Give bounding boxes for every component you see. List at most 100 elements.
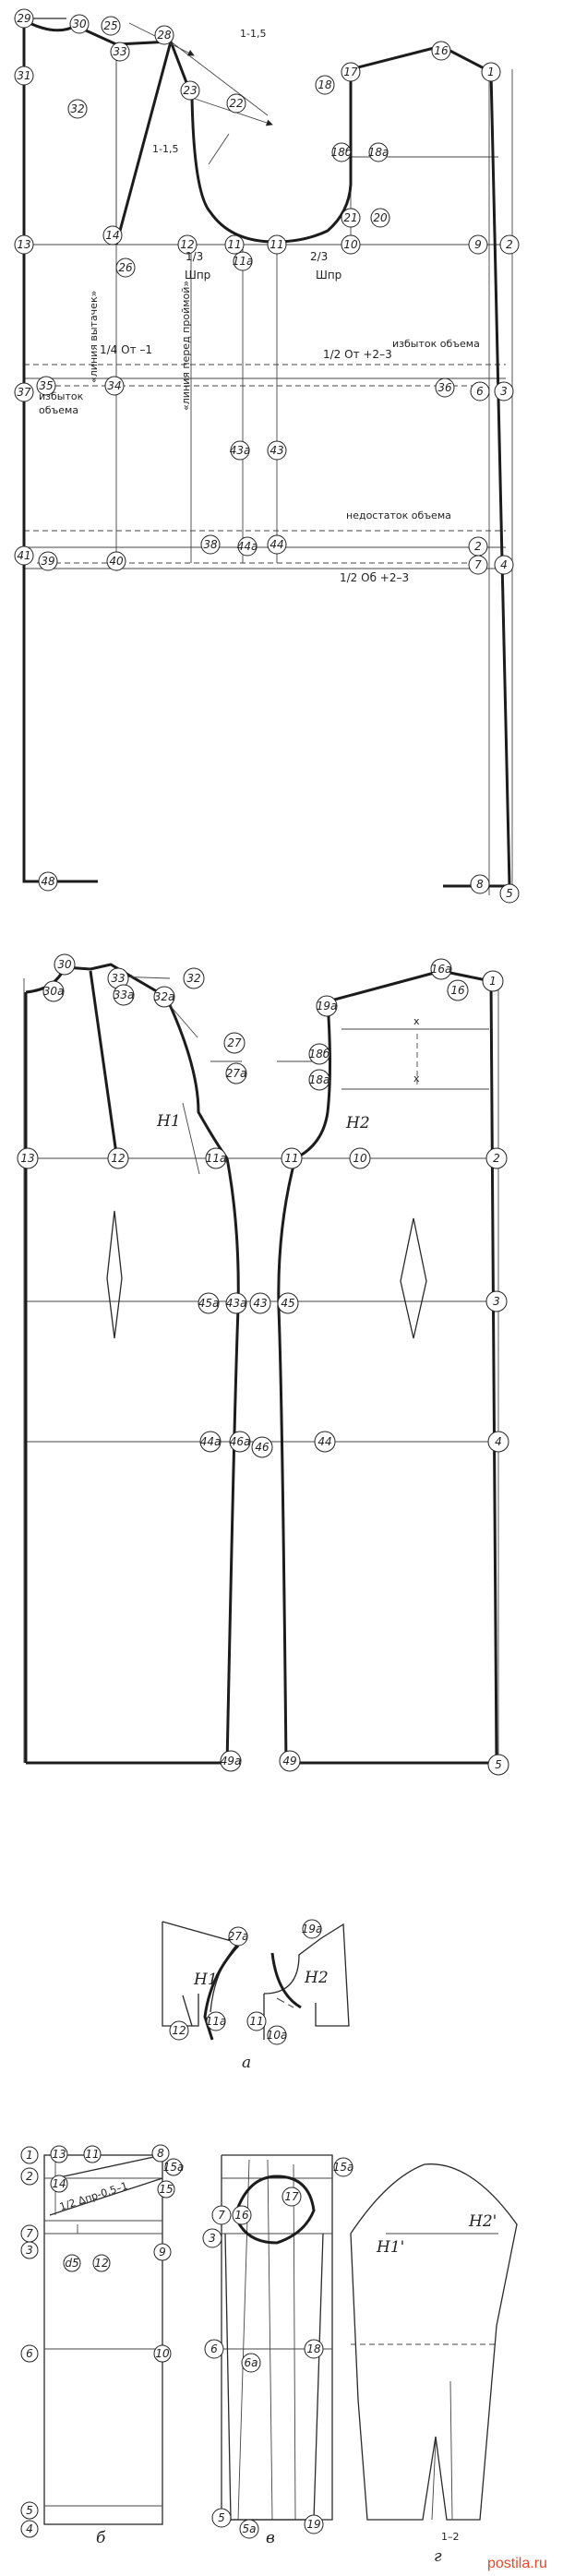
point-marker: 16 — [232, 2205, 252, 2225]
point-marker: 35 — [36, 376, 56, 396]
point-number: 5а — [243, 2522, 257, 2535]
half-chest-label: 1/2 От +2–3 — [323, 348, 392, 361]
h2-label-middle: H2 — [345, 1114, 370, 1132]
point-number: 2 — [493, 1152, 500, 1165]
point-marker: 6 — [470, 381, 490, 401]
point-number: 44 — [270, 538, 283, 551]
point-marker: 5 — [499, 883, 520, 904]
point-marker: 18б — [308, 1043, 330, 1065]
point-marker: 33 — [110, 42, 130, 62]
point-marker: 14 — [50, 2175, 68, 2193]
point-number: 7 — [474, 558, 482, 571]
watermark-logo: postila.ru — [487, 2556, 547, 2571]
point-number: 8 — [157, 2147, 164, 2160]
point-marker: 10а — [267, 2025, 288, 2045]
upper-draft — [22, 18, 513, 895]
middle-draft — [23, 963, 506, 1766]
point-number: 12 — [111, 1152, 125, 1165]
point-number: 46а — [230, 1435, 251, 1448]
point-marker: 18 — [315, 75, 335, 95]
point-number: 27а — [228, 1930, 249, 1943]
point-number: 33а — [114, 988, 135, 1001]
half-delta-label: 1/2 Δпр-0,5–1 — [58, 2180, 129, 2213]
point-number: 5 — [26, 2504, 33, 2517]
point-number: 43 — [253, 1297, 267, 1310]
caption-b: б — [96, 2529, 106, 2547]
point-number: 11а — [206, 2015, 227, 2028]
point-marker: 10 — [341, 234, 361, 255]
point-number: 45 — [281, 1297, 294, 1310]
point-marker: 2 — [468, 536, 488, 557]
point-marker: 46 — [251, 1436, 273, 1458]
point-number: 34 — [107, 379, 121, 392]
point-marker: 18б — [331, 142, 353, 162]
point-number: 16 — [450, 984, 465, 997]
point-marker: 5 — [20, 2501, 39, 2520]
point-marker: 23 — [180, 80, 200, 101]
point-number: 3 — [26, 2244, 33, 2257]
point-number: 3 — [493, 1295, 500, 1308]
upper-point-markers: 293025332823222231321-1,51-1,5171816118б… — [14, 8, 520, 904]
point-marker: 6а — [241, 2353, 261, 2373]
point-marker: 3 — [202, 2228, 222, 2248]
point-marker: 29 — [14, 8, 34, 29]
point-marker: 30 — [54, 953, 76, 976]
point-marker: 14 — [102, 225, 123, 246]
point-number: 31 — [17, 69, 30, 82]
point-number: 11 — [85, 2148, 99, 2161]
point-marker: 3 — [20, 2241, 39, 2259]
point-marker: 11 — [246, 2011, 267, 2031]
point-number: 12 — [172, 2024, 186, 2037]
fraction-left-unit: Шпр — [185, 269, 210, 282]
offset-label-left: 1-1,5 — [152, 143, 178, 155]
h1-label-detail-a: H1 — [193, 1971, 218, 1989]
point-number: 21 — [343, 211, 357, 224]
point-marker: 34 — [104, 376, 125, 396]
point-number: 10а — [267, 2029, 288, 2042]
excess-label-right: избыток объема — [392, 338, 480, 350]
point-number: 13 — [17, 238, 30, 251]
detail-g — [350, 2163, 518, 2521]
middle-grid-lines — [23, 978, 506, 1763]
point-number: 2 — [474, 540, 482, 553]
point-marker: 8 — [470, 874, 490, 894]
point-marker: 1 — [481, 62, 501, 82]
point-number: 6а — [245, 2356, 258, 2369]
point-marker: 43а — [230, 440, 250, 461]
point-marker: 16 — [431, 41, 451, 61]
point-number: 43 — [270, 444, 283, 457]
point-number: 5 — [495, 1758, 502, 1771]
point-marker: 7 — [20, 2224, 39, 2243]
point-number: 16 — [434, 44, 449, 57]
point-number: 9 — [474, 238, 482, 251]
point-marker: 12 — [169, 2020, 189, 2041]
point-marker: 32а — [153, 986, 175, 1008]
point-marker: 11 — [224, 234, 245, 255]
point-marker: 9 — [153, 2243, 172, 2261]
point-marker: 31 — [14, 66, 34, 86]
point-marker: 7 — [211, 2205, 232, 2225]
point-number: 25 — [103, 19, 117, 32]
point-marker: 11а — [206, 2011, 227, 2031]
point-number: 44а — [237, 540, 258, 553]
point-number: 2 — [26, 2170, 33, 2183]
point-marker: 19а — [316, 995, 338, 1017]
point-number: 10 — [353, 1152, 367, 1165]
point-marker: 6 — [20, 2344, 39, 2363]
point-number: 15 — [159, 2183, 173, 2196]
point-marker: 39 — [38, 551, 58, 571]
point-number: 1 — [26, 2149, 33, 2162]
point-number: 8 — [476, 878, 484, 891]
point-number: 14 — [105, 229, 119, 242]
point-marker: 49 — [279, 1750, 301, 1772]
point-marker: 25 — [101, 16, 121, 36]
point-number: 41 — [17, 549, 30, 562]
point-marker: 20 — [370, 208, 390, 228]
point-number: 16 — [234, 2209, 249, 2222]
half-hips-label: 1/2 Об +2–3 — [340, 571, 409, 584]
point-marker: 12 — [92, 2254, 111, 2272]
point-marker: 5 — [487, 1754, 509, 1776]
point-marker: 38 — [200, 534, 221, 555]
